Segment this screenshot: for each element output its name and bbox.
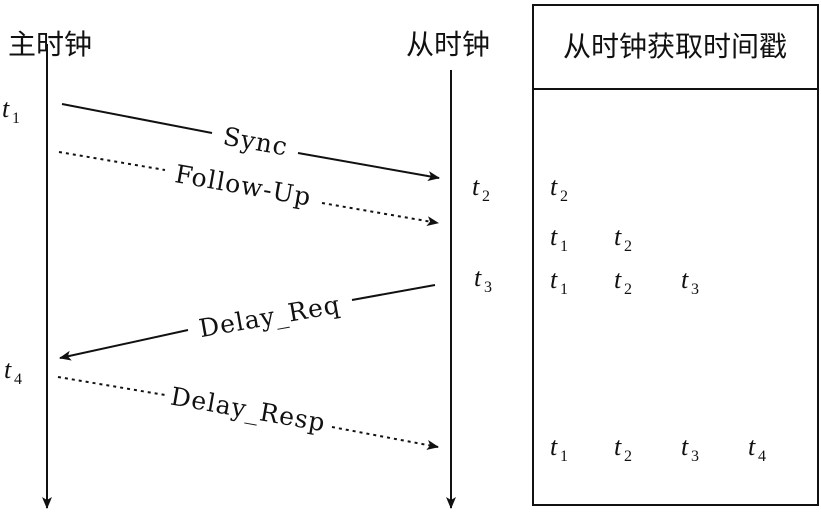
- svg-text:t: t: [681, 432, 689, 461]
- svg-text:t: t: [472, 172, 480, 201]
- svg-text:4: 4: [14, 371, 22, 388]
- follow-up-message: Follow-Up: [58, 151, 439, 227]
- table-title: 从时钟获取时间戳: [563, 30, 787, 63]
- svg-text:3: 3: [691, 448, 699, 465]
- svg-text:t: t: [614, 222, 622, 251]
- sync-label: Sync: [221, 122, 290, 162]
- delay-req-message: Delay_Req: [59, 284, 436, 361]
- svg-text:t: t: [748, 432, 756, 461]
- svg-text:t: t: [4, 355, 12, 384]
- timestamp-t2: t 2: [472, 172, 490, 205]
- svg-text:2: 2: [482, 188, 490, 205]
- delay-req-label: Delay_Req: [197, 290, 343, 343]
- svg-text:t: t: [2, 94, 10, 123]
- svg-text:1: 1: [560, 448, 568, 465]
- svg-text:t: t: [550, 265, 558, 294]
- svg-text:t: t: [614, 432, 622, 461]
- timestamp-t3: t 3: [474, 263, 492, 296]
- svg-text:1: 1: [560, 281, 568, 298]
- svg-text:t: t: [614, 265, 622, 294]
- svg-text:t: t: [550, 432, 558, 461]
- svg-text:3: 3: [691, 281, 699, 298]
- svg-text:2: 2: [560, 188, 568, 205]
- svg-text:4: 4: [758, 448, 766, 465]
- slave-clock-label: 从时钟: [406, 28, 490, 61]
- svg-text:t: t: [550, 172, 558, 201]
- master-clock-label: 主时钟: [8, 28, 92, 61]
- svg-text:1: 1: [560, 238, 568, 255]
- timestamp-t1: t 1: [2, 94, 20, 127]
- svg-text:t: t: [681, 265, 689, 294]
- svg-text:t: t: [550, 222, 558, 251]
- sync-message: Sync: [61, 103, 440, 182]
- svg-text:t: t: [474, 263, 482, 292]
- svg-text:3: 3: [484, 279, 492, 296]
- svg-text:2: 2: [624, 238, 632, 255]
- svg-text:1: 1: [12, 110, 20, 127]
- delay-resp-label: Delay_Resp: [169, 382, 328, 438]
- timestamp-t4: t 4: [4, 355, 22, 388]
- delay-resp-message: Delay_Resp: [57, 376, 439, 450]
- follow-up-label: Follow-Up: [173, 159, 314, 212]
- svg-text:2: 2: [624, 281, 632, 298]
- svg-text:2: 2: [624, 448, 632, 465]
